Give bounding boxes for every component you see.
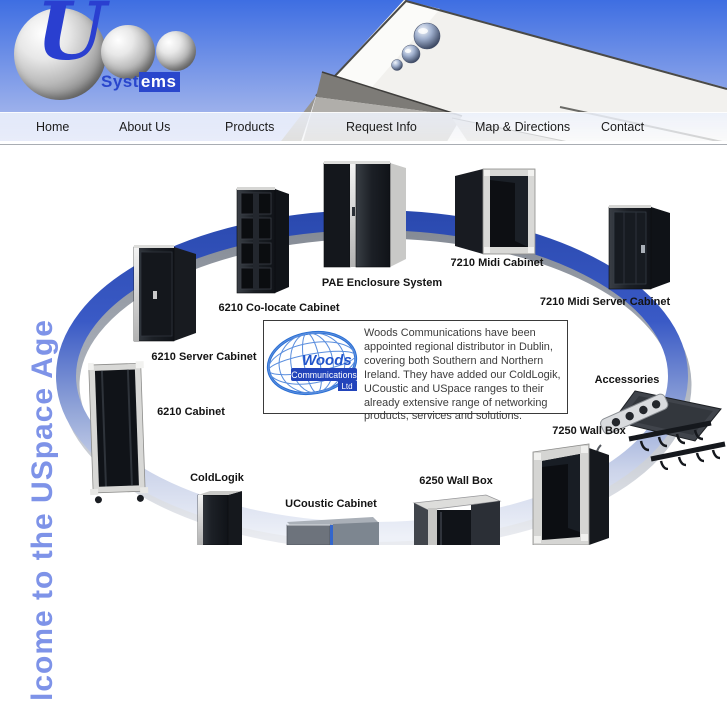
woods-communications-logo[interactable]: Woods Communications Ltd xyxy=(264,321,364,413)
logo-sphere-small xyxy=(156,31,196,71)
product-label-ucoustic-cabinet[interactable]: UCoustic Cabinet xyxy=(285,498,377,510)
product-image-7210-midi-cabinet[interactable] xyxy=(453,167,537,256)
product-label-7250-wall-box[interactable]: 7250 Wall Box xyxy=(552,425,626,437)
product-label-accessories[interactable]: Accessories xyxy=(594,374,660,386)
product-label-coldlogik[interactable]: ColdLogik xyxy=(190,472,244,484)
product-image-6250-wall-box[interactable] xyxy=(408,493,505,545)
nav-request-info[interactable]: Request Info xyxy=(346,120,417,134)
product-image-accessories[interactable] xyxy=(593,383,727,470)
welcome-vertical-text: lcome to the USpace Age xyxy=(26,319,59,701)
product-image-coldlogik[interactable] xyxy=(194,489,246,545)
nav-map-directions[interactable]: Map & Directions xyxy=(475,120,571,134)
product-label-7210-midi-cabinet[interactable]: 7210 Midi Cabinet xyxy=(450,257,544,269)
logo-sphere-medium xyxy=(101,25,155,79)
woods-logo-communications: Communications xyxy=(291,370,357,380)
product-label-6210-cabinet[interactable]: 6210 Cabinet xyxy=(157,406,225,418)
nav-contact[interactable]: Contact xyxy=(601,120,645,134)
logo-sphere-large xyxy=(14,8,106,100)
product-image-ucoustic-cabinet[interactable] xyxy=(283,513,382,545)
product-label-6250-wall-box[interactable]: 6250 Wall Box xyxy=(419,475,493,487)
product-image-6210-co-locate-cabinet[interactable] xyxy=(233,183,291,298)
product-label-7210-midi-server-cabinet[interactable]: 7210 Midi Server Cabinet xyxy=(539,296,671,308)
main-content: lcome to the USpace Age xyxy=(0,145,727,701)
product-image-6210-server-cabinet[interactable] xyxy=(132,243,198,346)
announcement-text: Woods Communications have been appointed… xyxy=(364,327,561,423)
woods-logo-name: Woods xyxy=(302,352,352,369)
product-label-6210-co-locate-cabinet[interactable]: 6210 Co-locate Cabinet xyxy=(218,302,340,314)
announcement-box: Woods Communications Ltd Woods Communica… xyxy=(263,320,568,423)
main-nav: Home About Us Products Request Info Map … xyxy=(0,112,727,142)
woods-logo-ltd: Ltd xyxy=(341,382,352,391)
product-image-7210-midi-server-cabinet[interactable] xyxy=(605,203,672,293)
product-image-7250-wall-box[interactable] xyxy=(527,442,612,545)
product-image-pae-enclosure-system[interactable] xyxy=(322,155,410,272)
logo-wordmark-syst: Syst xyxy=(101,72,139,91)
nav-about-us[interactable]: About Us xyxy=(119,120,171,134)
product-label-pae-enclosure-system[interactable]: PAE Enclosure System xyxy=(321,277,443,289)
nav-products[interactable]: Products xyxy=(225,120,275,134)
woods-globe-icon: Woods Communications Ltd xyxy=(266,330,357,396)
logo-wordmark-ems: ems xyxy=(138,72,181,92)
product-image-6210-cabinet[interactable] xyxy=(88,360,152,505)
nav-divider-line xyxy=(0,144,727,145)
nav-bottom-strip xyxy=(0,141,727,145)
product-label-6210-server-cabinet[interactable]: 6210 Server Cabinet xyxy=(151,351,257,363)
nav-home[interactable]: Home xyxy=(36,120,70,134)
logo-u-letter: U xyxy=(36,0,106,78)
